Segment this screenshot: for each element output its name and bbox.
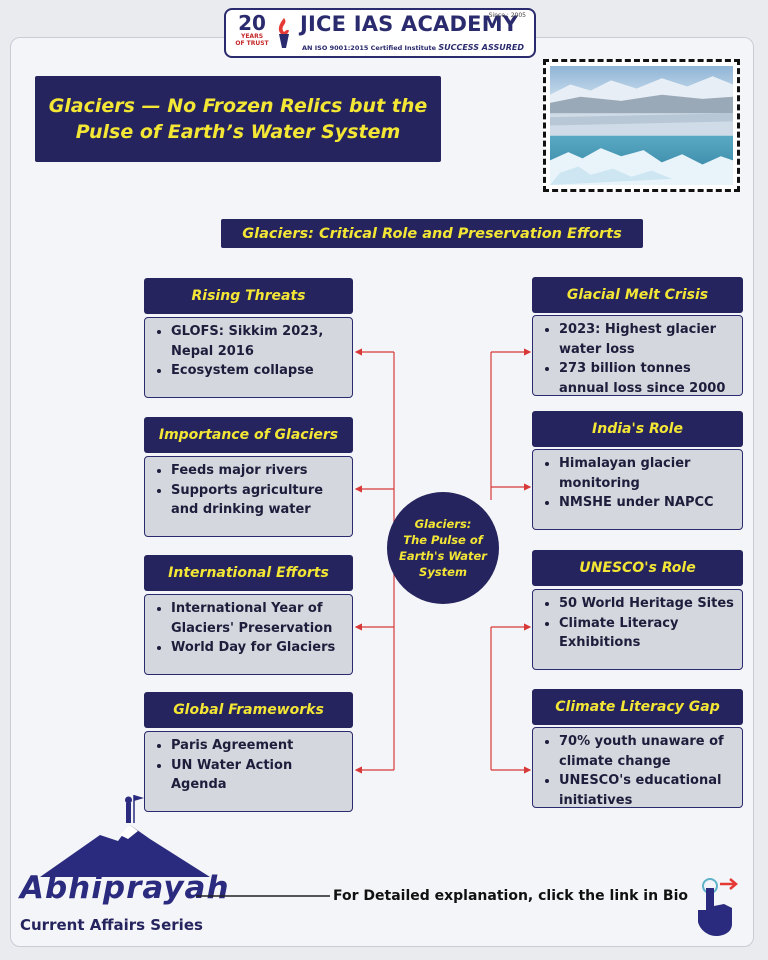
center-node: Glaciers: The Pulse of Earth's Water Sys…	[387, 492, 499, 604]
academy-name: JICE IAS ACADEMY	[300, 12, 518, 36]
list-item: Ecosystem collapse	[171, 361, 344, 381]
heading-rising-threats: Rising Threats	[144, 278, 353, 314]
list-item: Supports agriculture and drinking water	[171, 481, 344, 520]
card-indias-role: Himalayan glacier monitoring NMSHE under…	[532, 449, 743, 530]
card-rising-threats: GLOFS: Sikkim 2023, Nepal 2016 Ecosystem…	[144, 317, 353, 398]
list-item: 50 World Heritage Sites	[559, 594, 734, 614]
list-item: Feeds major rivers	[171, 461, 344, 481]
list-item: GLOFS: Sikkim 2023, Nepal 2016	[171, 322, 344, 361]
list-item: UN Water Action Agenda	[171, 756, 344, 795]
list-item: NMSHE under NAPCC	[559, 493, 734, 513]
card-climate-literacy-gap: 70% youth unaware of climate change UNES…	[532, 727, 743, 808]
list-item: 2023: Highest glacier water loss	[559, 320, 734, 359]
tagline: SUCCESS ASSURED	[438, 43, 524, 52]
main-title: Glaciers — No Frozen Relics but the Puls…	[48, 93, 428, 145]
tap-hand-icon[interactable]	[690, 876, 746, 936]
mountain-climber-icon	[40, 795, 210, 877]
card-glacial-melt-crisis: 2023: Highest glacier water loss 273 bil…	[532, 315, 743, 396]
list-item: UNESCO's educational initiatives	[559, 771, 734, 810]
iso-label: AN ISO 9001:2015 Certified Institute	[302, 44, 436, 52]
since-label: Since : 2005	[489, 12, 526, 19]
list-item: International Year of Glaciers' Preserva…	[171, 599, 344, 638]
list-item: Paris Agreement	[171, 736, 344, 756]
heading-international-efforts: International Efforts	[144, 555, 353, 591]
list-item: 273 billion tonnes annual loss since 200…	[559, 359, 734, 398]
glacier-photo	[543, 59, 740, 192]
heading-climate-literacy-gap: Climate Literacy Gap	[532, 689, 743, 725]
glacier-image	[550, 66, 733, 185]
bio-link-text[interactable]: For Detailed explanation, click the link…	[333, 888, 688, 904]
list-item: Climate Literacy Exhibitions	[559, 614, 734, 653]
heading-importance-of-glaciers: Importance of Glaciers	[144, 417, 353, 453]
series-brand: Abhiprayah	[20, 870, 230, 906]
heading-unesco-role: UNESCO's Role	[532, 550, 743, 586]
heading-global-frameworks: Global Frameworks	[144, 692, 353, 728]
card-international-efforts: International Year of Glaciers' Preserva…	[144, 594, 353, 675]
card-unesco-role: 50 World Heritage Sites Climate Literacy…	[532, 589, 743, 670]
section-subtitle: Glaciers: Critical Role and Preservation…	[221, 219, 643, 248]
heading-indias-role: India's Role	[532, 411, 743, 447]
heading-glacial-melt-crisis: Glacial Melt Crisis	[532, 277, 743, 313]
series-label: Current Affairs Series	[20, 916, 203, 934]
list-item: Himalayan glacier monitoring	[559, 454, 734, 493]
list-item: 70% youth unaware of climate change	[559, 732, 734, 771]
card-importance-of-glaciers: Feeds major rivers Supports agriculture …	[144, 456, 353, 537]
main-title-box: Glaciers — No Frozen Relics but the Puls…	[35, 76, 441, 162]
academy-logo: 20 YEARS OF TRUST JICE IAS ACADEMY Since…	[224, 8, 536, 58]
torch-icon	[273, 16, 295, 50]
list-item: World Day for Glaciers	[171, 638, 344, 658]
years-badge: 20 YEARS OF TRUST	[232, 13, 272, 47]
